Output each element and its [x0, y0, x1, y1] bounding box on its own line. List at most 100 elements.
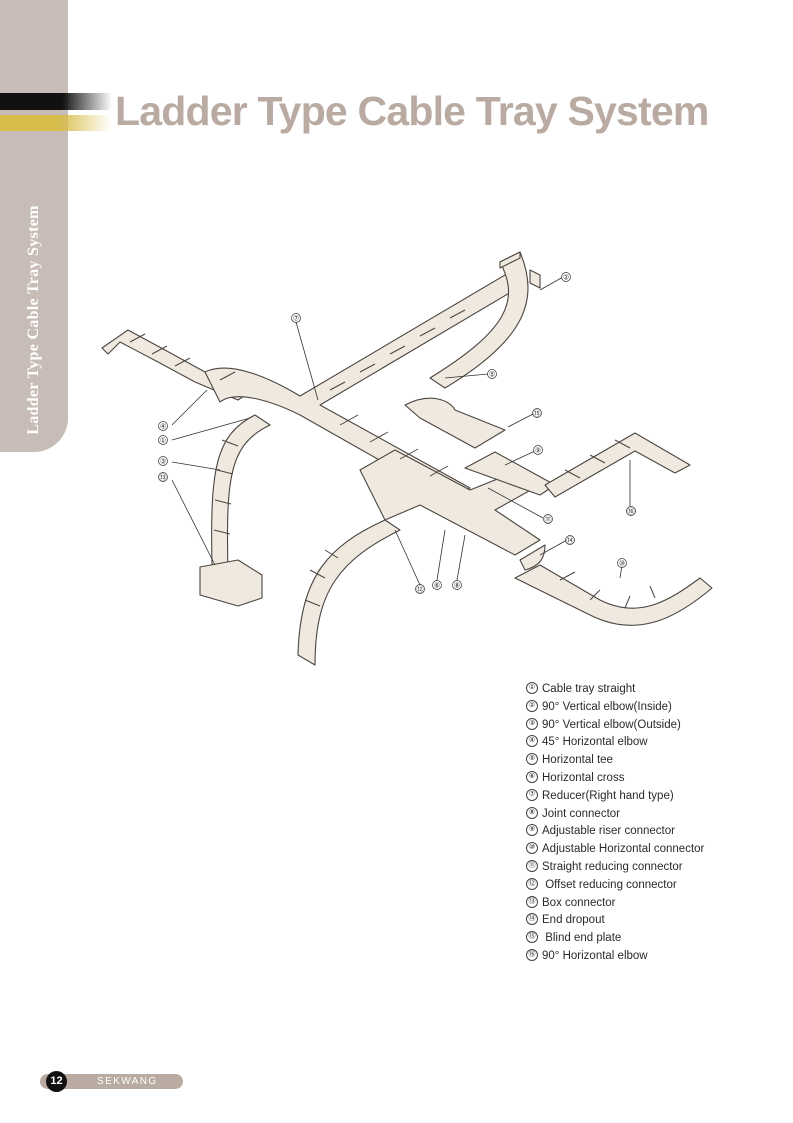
legend-label: Cable tray straight — [542, 683, 636, 695]
callout-8-label: ⑧ — [454, 582, 460, 590]
callout-6-label: ⑥ — [434, 582, 440, 590]
callout-13-label: ⑬ — [160, 474, 167, 482]
callout-5 — [487, 369, 497, 379]
legend-label: Straight reducing connector — [542, 860, 683, 873]
callout-1-label: ① — [160, 437, 166, 445]
legend-item: ① Cable tray straight — [526, 681, 704, 699]
legend-item: ⑭ End dropout — [526, 912, 704, 930]
callout-11 — [543, 514, 553, 524]
legend-item: ⑦ Reducer(Right hand type) — [526, 788, 704, 806]
tray-lower-vertical-elbow — [297, 519, 401, 666]
side-tab: Ladder Type Cable Tray System — [0, 0, 68, 452]
callout-6 — [432, 580, 442, 590]
box-connector — [199, 559, 263, 607]
callout-12-label: ⑫ — [417, 586, 424, 594]
legend-number: ⑮ — [526, 931, 538, 944]
legend-label: Box connector — [542, 896, 616, 909]
legend-item: ⑤ Horizontal tee — [526, 752, 704, 770]
legend-label: Adjustable Horizontal connector — [542, 843, 705, 856]
legend-label: Adjustable riser connector — [542, 825, 675, 838]
legend-item: ⑥ Horizontal cross — [526, 770, 704, 788]
legend-number: ① — [526, 681, 538, 694]
legend-number: ② — [526, 699, 538, 712]
legend-number: ⑨ — [526, 824, 538, 837]
end-dropout — [519, 544, 546, 571]
callout-4 — [158, 421, 168, 431]
callout-7 — [291, 313, 301, 323]
callout-1 — [158, 435, 168, 445]
callout-10 — [617, 558, 627, 568]
legend-label: Blind end plate — [542, 932, 622, 945]
legend-label: 90° Vertical elbow(Inside) — [542, 700, 672, 713]
legend-label: Joint connector — [542, 807, 620, 820]
legend-item: ⑩ Adjustable Horizontal connector — [526, 841, 704, 859]
legend-item: ⑯ 90° Horizontal elbow — [526, 948, 704, 966]
legend-item: ⑫ Offset reducing connector — [526, 877, 704, 895]
callout-9 — [533, 445, 543, 455]
callout-markers: ② ⑦ ⑤ ⑮ ④ ① ③ ⑬ ⑨ ⑪ ⑯ ⑭ ⑩ ⑫ ⑥ ⑧ — [158, 272, 636, 594]
legend-label: Offset reducing connector — [542, 878, 677, 891]
legend-label: 45° Horizontal elbow — [542, 736, 648, 749]
callout-10-label: ⑩ — [619, 560, 625, 568]
callout-8 — [452, 580, 462, 590]
page-title: Ladder Type Cable Tray System — [115, 88, 709, 134]
tray-vertical-elbow-inside — [429, 251, 529, 389]
legend-item: ② 90° Vertical elbow(Inside) — [526, 699, 704, 717]
legend-label: Horizontal cross — [542, 771, 625, 784]
legend-label: 90° Horizontal elbow — [542, 949, 648, 962]
legend-item: ③ 90° Vertical elbow(Outside) — [526, 717, 704, 735]
legend-label: Reducer(Right hand type) — [542, 789, 674, 802]
tray-horizontal-elbow-90 — [514, 564, 713, 626]
callout-4-label: ④ — [160, 423, 166, 431]
ladder-rungs — [129, 309, 656, 609]
legend-number: ④ — [526, 735, 538, 748]
legend-item: ④ 45° Horizontal elbow — [526, 734, 704, 752]
legend-label: 90° Vertical elbow(Outside) — [542, 718, 681, 731]
callout-14-label: ⑭ — [567, 537, 574, 545]
cable-tray-diagram: ② ⑦ ⑤ ⑮ ④ ① ③ ⑬ ⑨ ⑪ ⑯ ⑭ ⑩ ⑫ ⑥ ⑧ — [101, 251, 713, 666]
tray-horizontal-cross — [359, 449, 546, 556]
page-number: 12 — [46, 1071, 67, 1092]
callout-14 — [565, 535, 575, 545]
legend-number: ⑪ — [526, 859, 538, 872]
callout-16 — [626, 506, 636, 516]
callout-9-label: ⑨ — [535, 447, 541, 455]
legend-item: ⑧ Joint connector — [526, 806, 704, 824]
accent-bar-gold — [0, 115, 112, 131]
legend-number: ⑦ — [526, 788, 538, 801]
legend-number: ⑭ — [526, 913, 538, 926]
tray-main-diagonal — [204, 271, 529, 501]
footer-bar — [40, 1074, 183, 1089]
callout-16-label: ⑯ — [628, 508, 635, 516]
legend-item: ⑨ Adjustable riser connector — [526, 823, 704, 841]
callout-15 — [532, 408, 542, 418]
tray-tee-branch — [404, 397, 506, 449]
footer-brand: SEKWANG — [97, 1076, 158, 1087]
accent-bar-black — [0, 93, 112, 110]
legend-number: ⑤ — [526, 753, 538, 766]
tray-vertical-elbow-outside — [211, 414, 271, 576]
callout-7-label: ⑦ — [293, 315, 299, 323]
legend-number: ⑧ — [526, 806, 538, 819]
callout-13 — [158, 472, 168, 482]
legend-item: ⑬ Box connector — [526, 895, 704, 913]
legend-number: ⑫ — [526, 877, 538, 890]
legend-number: ⑯ — [526, 948, 538, 961]
callout-15-label: ⑮ — [534, 410, 541, 418]
callout-2 — [561, 272, 571, 282]
parts-legend: ① Cable tray straight ② 90° Vertical elbow… — [526, 681, 704, 966]
legend-label: Horizontal tee — [542, 754, 613, 767]
callout-12 — [415, 584, 425, 594]
callout-5-label: ⑤ — [489, 371, 495, 379]
callout-3-label: ③ — [160, 458, 166, 466]
legend-number: ⑬ — [526, 895, 538, 908]
legend-number: ⑩ — [526, 842, 538, 855]
legend-label: End dropout — [542, 914, 605, 927]
legend-item: ⑮ Blind end plate — [526, 930, 704, 948]
legend-number: ⑥ — [526, 770, 538, 783]
legend-item: ⑪ Straight reducing connector — [526, 859, 704, 877]
legend-number: ③ — [526, 717, 538, 730]
callout-2-label: ② — [563, 274, 569, 282]
callout-3 — [158, 456, 168, 466]
callout-11-label: ⑪ — [545, 516, 552, 524]
